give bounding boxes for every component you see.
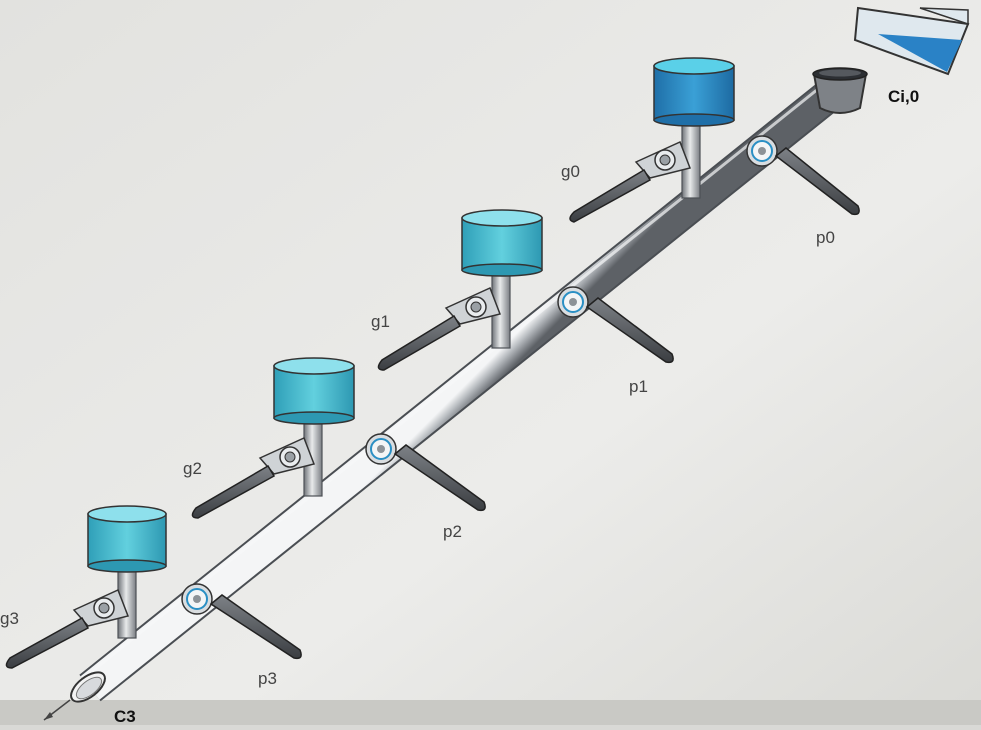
valve-g2 bbox=[191, 436, 316, 519]
stage-3 bbox=[5, 505, 302, 669]
bottom-edge bbox=[0, 700, 981, 725]
label-g0: g0 bbox=[561, 162, 580, 181]
label-g3: g3 bbox=[0, 609, 19, 628]
outlet-end bbox=[43, 671, 106, 721]
label-p1: p1 bbox=[629, 377, 648, 396]
label-p0: p0 bbox=[816, 228, 835, 247]
tank-g3 bbox=[87, 505, 167, 639]
inlet-label: Ci,0 bbox=[888, 87, 919, 106]
label-g1: g1 bbox=[371, 312, 390, 331]
stage-0 bbox=[569, 57, 860, 223]
valve-g0 bbox=[569, 140, 692, 223]
label-p2: p2 bbox=[443, 522, 462, 541]
stage-2 bbox=[191, 357, 486, 519]
valve-p0 bbox=[746, 135, 860, 216]
stage-1 bbox=[377, 209, 674, 371]
valve-p1 bbox=[557, 286, 674, 364]
tank-g2 bbox=[273, 357, 355, 497]
label-p3: p3 bbox=[258, 669, 277, 688]
valve-p3 bbox=[181, 583, 302, 660]
outlet-label: C3 bbox=[114, 707, 136, 725]
label-g2: g2 bbox=[183, 459, 202, 478]
tank-g0 bbox=[653, 57, 735, 199]
pouring-jug-icon bbox=[853, 6, 970, 76]
valve-g1 bbox=[377, 286, 502, 371]
valve-g3 bbox=[5, 588, 130, 669]
tank-g1 bbox=[461, 209, 543, 349]
valve-p2 bbox=[365, 433, 486, 512]
inlet-funnel bbox=[812, 67, 868, 114]
